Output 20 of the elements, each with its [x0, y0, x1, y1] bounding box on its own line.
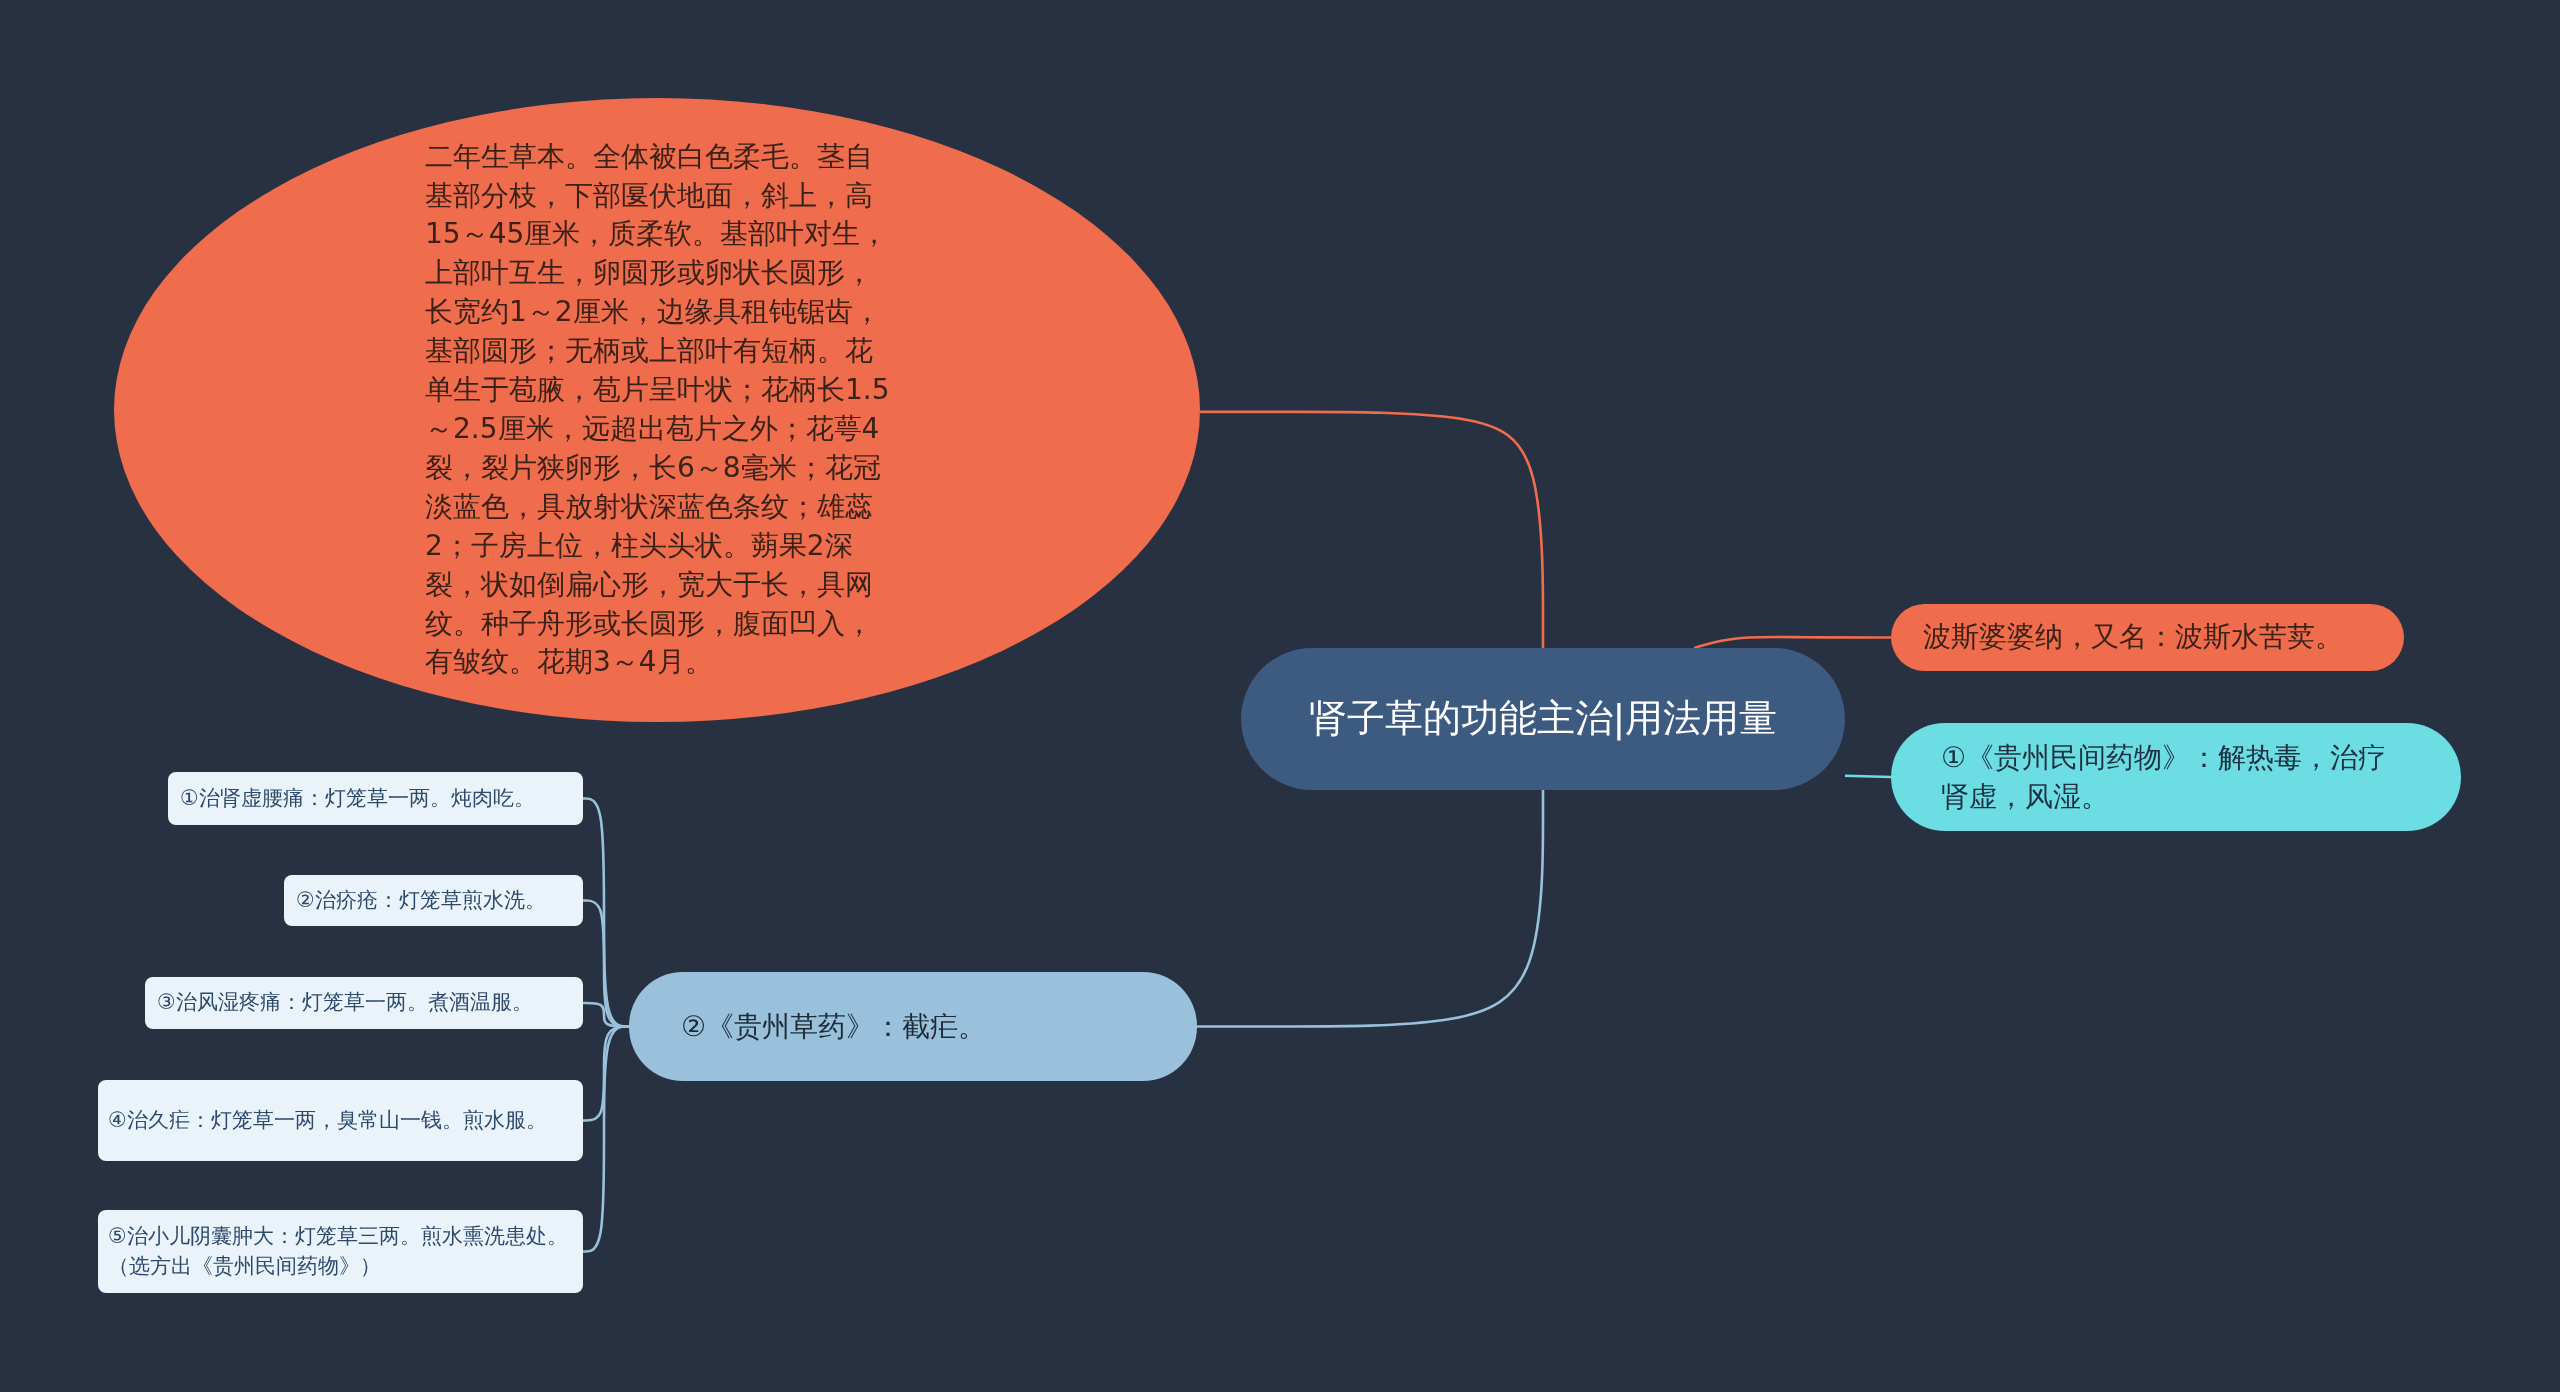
connector-line — [1200, 410, 1545, 648]
leaf-node — [168, 772, 583, 825]
leaf-node — [98, 1080, 583, 1161]
node-text: ②治疥疮：灯笼草煎水洗。 — [296, 886, 546, 914]
node-text: ⑤治小儿阴囊肿大：灯笼草三两。煎水熏洗患处。（选方出《贵州民间药物》） — [108, 1223, 569, 1280]
node-text: ③治风湿疼痛：灯笼草一两。煮酒温服。 — [157, 989, 533, 1017]
node-text: ②《贵州草药》：截疟。 — [681, 1008, 987, 1045]
connector-line — [1693, 635, 1891, 650]
node-text: 波斯婆婆纳，又名：波斯水苦荬。 — [1923, 619, 2343, 656]
leaf-node — [145, 977, 583, 1029]
leaf-node — [98, 1210, 583, 1293]
leaf-node — [284, 875, 583, 926]
node-text: ④治久疟：灯笼草一两，臭常山一钱。煎水服。 — [108, 1106, 547, 1134]
node-text: ①治肾虚腰痛：灯笼草一两。炖肉吃。 — [180, 784, 535, 812]
node-text: 二年生草本。全体被白色柔毛。茎自基部分枝，下部匽伏地面，斜上，高15～45厘米，质柔软。基部叶对生，上部叶互生，卵圆形或卵状长圆形，长宽约1～2厘米，边缘具租钝锯齿，基部圆形；无柄或上部叶有短柄。花单生于苞腋，苞片呈叶状；花柄长1.5～2.5厘米，远超出苞片之外；花萼4裂，裂片狭卵形，长6～8毫米；花冠淡蓝色，具放射状深蓝色条纹；雄蕊2；子房上位，柱头头状。蒴果2深裂，状如倒扁心形，宽大于长，具网纹。种子舟形或长圆形，腹面凹入，有皱纹。花期3～4月。 — [425, 138, 891, 681]
connector-line — [1844, 774, 1892, 779]
node-text: ①《贵州民间药物》：解热毒，治疗肾虚，风湿。 — [1941, 739, 2388, 815]
connector-line — [1197, 790, 1545, 1028]
connector-line — [583, 1025, 629, 1253]
node-text: 肾子草的功能主治|用法用量 — [1308, 695, 1778, 743]
